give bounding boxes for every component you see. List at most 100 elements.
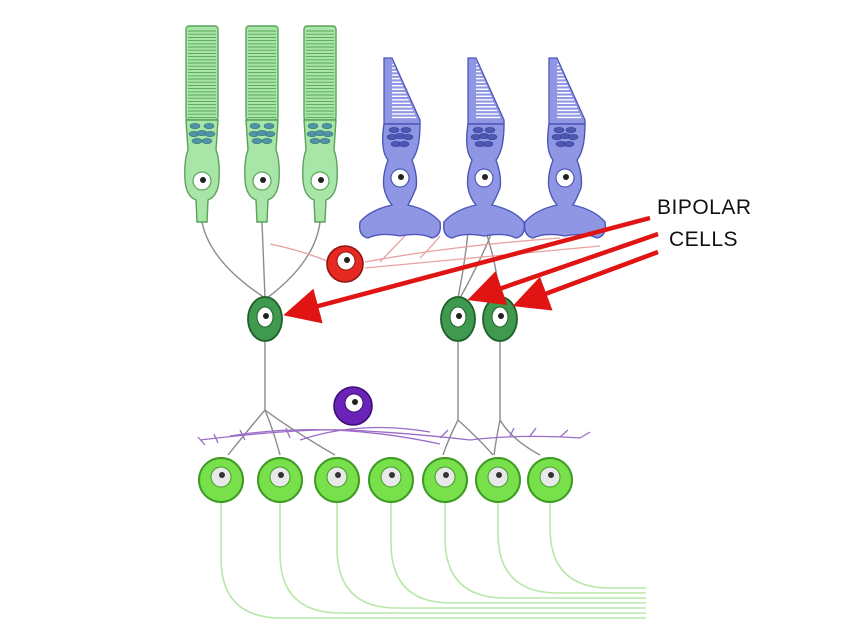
horizontal-process <box>379 235 406 263</box>
mitochondrion <box>309 138 321 144</box>
rod-cell-body <box>302 119 338 223</box>
ganglion-cell-icon <box>422 457 468 503</box>
neural-fiber <box>261 221 266 299</box>
mitochondrion <box>482 141 494 147</box>
horizontal-cell <box>326 245 364 283</box>
amacrine-process <box>299 426 431 441</box>
mitochondrion <box>249 123 261 129</box>
mitochondrion <box>567 134 579 140</box>
amacrine-process <box>239 429 246 441</box>
bipolar-cell-icon <box>440 296 476 342</box>
amacrine-process <box>439 429 449 439</box>
nucleolus <box>318 177 324 183</box>
ganglion-cell-icon <box>527 457 573 503</box>
cone-cells <box>358 57 607 239</box>
nucleolus <box>563 174 569 180</box>
ganglion-cell-icon <box>475 457 521 503</box>
bipolar-cells <box>247 296 518 342</box>
mitochondrion <box>565 127 577 133</box>
label-bipolar-line: BIPOLAR <box>657 196 752 219</box>
mitochondrion <box>472 127 484 133</box>
nucleolus <box>335 472 341 478</box>
rod-cell-icon <box>184 25 220 223</box>
ganglion-axon <box>444 500 646 599</box>
ganglion-axon <box>220 500 646 619</box>
pointer-arrow <box>512 249 659 311</box>
rod-cell-icon <box>244 25 280 223</box>
nucleolus <box>278 472 284 478</box>
mitochondrion <box>201 138 213 144</box>
ganglion-cell-icon <box>314 457 360 503</box>
ganglion-cell-icon <box>257 457 303 503</box>
nucleolus <box>263 313 269 319</box>
mitochondrion <box>322 131 334 137</box>
ganglion-axon <box>279 500 646 614</box>
mitochondrion <box>203 123 215 129</box>
mitochondrion <box>484 127 496 133</box>
amacrine-process <box>579 431 591 439</box>
amacrine-process <box>197 436 206 446</box>
ganglion-axon <box>549 500 646 589</box>
bipolar-cell-icon <box>247 296 283 342</box>
horizontal-process <box>364 237 561 263</box>
amacrine-cell <box>197 386 591 446</box>
nucleolus <box>260 177 266 183</box>
nucleolus <box>498 313 504 319</box>
mitochondrion <box>553 127 565 133</box>
connecting-fibers <box>201 221 601 456</box>
ganglion-cell-icon <box>198 457 244 503</box>
amacrine-process <box>285 427 291 439</box>
horizontal-process <box>419 235 441 259</box>
mitochondrion <box>307 123 319 129</box>
ganglion-cells <box>198 457 573 503</box>
neural-fiber <box>266 221 321 299</box>
mitochondrion <box>398 141 410 147</box>
mitochondrion <box>486 134 498 140</box>
ganglion-axons <box>220 500 646 619</box>
nucleolus <box>352 399 358 405</box>
amacrine-process <box>199 429 471 441</box>
amacrine-process <box>213 433 219 444</box>
amacrine-process <box>469 435 581 441</box>
amacrine-process <box>509 427 515 437</box>
ganglion-axon <box>390 500 646 604</box>
rod-cell-body <box>244 119 280 223</box>
nucleolus <box>482 174 488 180</box>
mitochondrion <box>264 131 276 137</box>
ganglion-axon <box>336 500 646 609</box>
mitochondrion <box>251 138 263 144</box>
nucleolus <box>548 472 554 478</box>
rod-cells <box>184 25 338 223</box>
amacrine-cell-icon <box>333 386 373 426</box>
mitochondrion <box>402 134 414 140</box>
pointer-arrow <box>283 215 651 324</box>
rod-cell-body <box>184 119 220 223</box>
mitochondrion <box>321 123 333 129</box>
horizontal-process <box>269 243 331 263</box>
mitochondrion <box>261 138 273 144</box>
mitochondrion <box>204 131 216 137</box>
amacrine-process <box>229 428 441 445</box>
rod-cell-icon <box>302 25 338 223</box>
amacrine-process <box>559 429 569 438</box>
neural-fiber <box>499 419 541 456</box>
nucleolus <box>219 472 225 478</box>
neural-fiber <box>442 419 459 456</box>
mitochondrion <box>388 127 400 133</box>
label-arrows <box>283 215 659 324</box>
mitochondrion <box>263 123 275 129</box>
neural-fiber <box>493 419 501 456</box>
neural-fiber <box>227 409 266 456</box>
nucleolus <box>443 472 449 478</box>
mitochondrion <box>189 123 201 129</box>
ganglion-cell-icon <box>368 457 414 503</box>
label-cells-line: CELLS <box>669 228 739 251</box>
nucleolus <box>398 174 404 180</box>
neural-fiber <box>201 221 266 299</box>
cone-cell-icon <box>523 57 607 239</box>
amacrine-process <box>529 427 537 437</box>
mitochondrion <box>319 138 331 144</box>
mitochondrion <box>400 127 412 133</box>
nucleolus <box>496 472 502 478</box>
